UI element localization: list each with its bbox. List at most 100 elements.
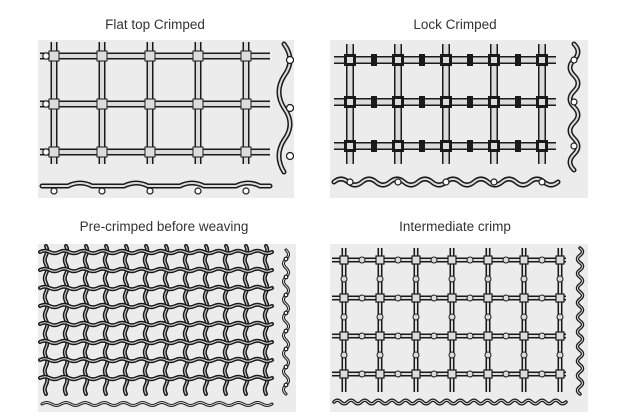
bottom-profile-node: [146, 187, 154, 195]
lock-crimped-mesh-illustration: [331, 41, 581, 188]
wire-crossing: [192, 98, 204, 110]
lock-crimp-joint-inner: [395, 99, 401, 105]
wire-crossing: [192, 50, 204, 62]
lock-notch: [467, 96, 473, 108]
intermediate-crimp-bump: [466, 370, 474, 378]
wire-crossing: [375, 293, 385, 303]
wire-crossing: [96, 98, 108, 110]
lock-crimp-joint-inner: [491, 57, 497, 63]
panel-caption-intermediate: Intermediate crimp: [399, 219, 511, 234]
intermediate-crimp-bump: [484, 351, 492, 359]
wire-crossing: [447, 255, 457, 265]
lock-notch: [419, 54, 425, 66]
side-profile-node: [570, 98, 578, 106]
wire-crossing: [48, 98, 60, 110]
lock-notch: [371, 54, 377, 66]
pre-crimped-mesh-illustration: [38, 244, 290, 407]
intermediate-crimp-bump: [358, 332, 366, 340]
intermediate-crimp-bump: [412, 313, 420, 321]
intermediate-crimp-bump: [556, 275, 564, 283]
lock-crimp-joint-inner: [443, 143, 449, 149]
intermediate-crimp-bump: [520, 351, 528, 359]
intermediate-crimp-bump: [430, 294, 438, 302]
bottom-profile-node: [98, 187, 106, 195]
intermediate-crimp-bump: [340, 351, 348, 359]
intermediate-crimp-bump: [502, 370, 510, 378]
intermediate-crimp-bump: [538, 294, 546, 302]
intermediate-crimp-bump: [448, 313, 456, 321]
wire-crossing: [96, 146, 108, 158]
wire-end: [42, 148, 50, 156]
wire-crossing: [483, 331, 493, 341]
wire-crossing: [48, 50, 60, 62]
wire-crossing: [96, 50, 108, 62]
lock-crimp-joint-inner: [539, 143, 545, 149]
wire-crossing: [483, 255, 493, 265]
intermediate-crimp-bump: [358, 370, 366, 378]
lock-notch: [419, 96, 425, 108]
wire-crossing: [555, 255, 565, 265]
bottom-profile-node: [346, 178, 354, 186]
wire-crossing: [144, 98, 156, 110]
intermediate-crimp-bump: [484, 275, 492, 283]
intermediate-crimp-bump: [412, 275, 420, 283]
lock-crimp-joint-inner: [347, 99, 353, 105]
wire-crossing: [192, 146, 204, 158]
wire-end: [42, 52, 50, 60]
intermediate-crimp-bump: [394, 294, 402, 302]
intermediate-crimp-bump: [484, 313, 492, 321]
wire-crossing: [519, 293, 529, 303]
intermediate-crimp-bump: [394, 370, 402, 378]
lock-crimp-joint-inner: [491, 99, 497, 105]
panel-caption-lock: Lock Crimped: [413, 17, 497, 32]
side-profile-node: [283, 292, 289, 298]
intermediate-crimp-bump: [466, 332, 474, 340]
wire-crossing: [411, 331, 421, 341]
side-profile-node: [283, 256, 289, 262]
intermediate-crimp-bump: [340, 275, 348, 283]
pre-crimped-diagram: [38, 244, 296, 412]
panel-caption-pre-crimped: Pre-crimped before weaving: [79, 219, 249, 234]
side-profile-node: [283, 310, 289, 316]
bottom-profile-node: [194, 187, 202, 195]
bottom-profile-node: [50, 187, 58, 195]
wire-crossing: [240, 98, 252, 110]
wire-crossing: [555, 369, 565, 379]
wire-crossing: [447, 369, 457, 379]
wire-crossing: [519, 369, 529, 379]
intermediate-crimp-bump: [394, 256, 402, 264]
side-profile-node: [285, 151, 294, 161]
side-profile-node: [283, 382, 289, 388]
intermediate-crimp-bump: [448, 275, 456, 283]
intermediate-crimp-bump: [556, 351, 564, 359]
wire-crossing: [411, 369, 421, 379]
wire-crossing: [144, 50, 156, 62]
intermediate-crimp-bump: [430, 256, 438, 264]
intermediate-crimp-bump: [340, 313, 348, 321]
lock-crimp-joint-inner: [539, 99, 545, 105]
side-profile-node: [283, 364, 289, 370]
intermediate-crimp-mesh-illustration: [332, 246, 585, 406]
lock-notch: [371, 96, 377, 108]
side-profile-node: [283, 346, 289, 352]
flat-top-mesh-illustration: [39, 41, 294, 195]
lock-crimp-joint-inner: [491, 143, 497, 149]
lock-crimp-joint-inner: [395, 143, 401, 149]
wire-crossing: [555, 293, 565, 303]
wire-crossing: [339, 369, 349, 379]
intermediate-crimp-bump: [502, 294, 510, 302]
lock-notch: [467, 140, 473, 152]
lock-notch: [515, 140, 521, 152]
side-profile-node: [570, 142, 578, 150]
wire-crossing: [483, 293, 493, 303]
wire-crossing: [375, 369, 385, 379]
wire-crossing: [375, 255, 385, 265]
intermediate-crimp-bump: [430, 332, 438, 340]
intermediate-crimp-bump: [556, 313, 564, 321]
wire-crossing: [48, 146, 60, 158]
bottom-profile-node: [442, 178, 450, 186]
lock-notch: [371, 140, 377, 152]
bottom-profile-node: [394, 178, 402, 186]
intermediate-crimp-bump: [502, 332, 510, 340]
side-profile-node: [283, 274, 289, 280]
